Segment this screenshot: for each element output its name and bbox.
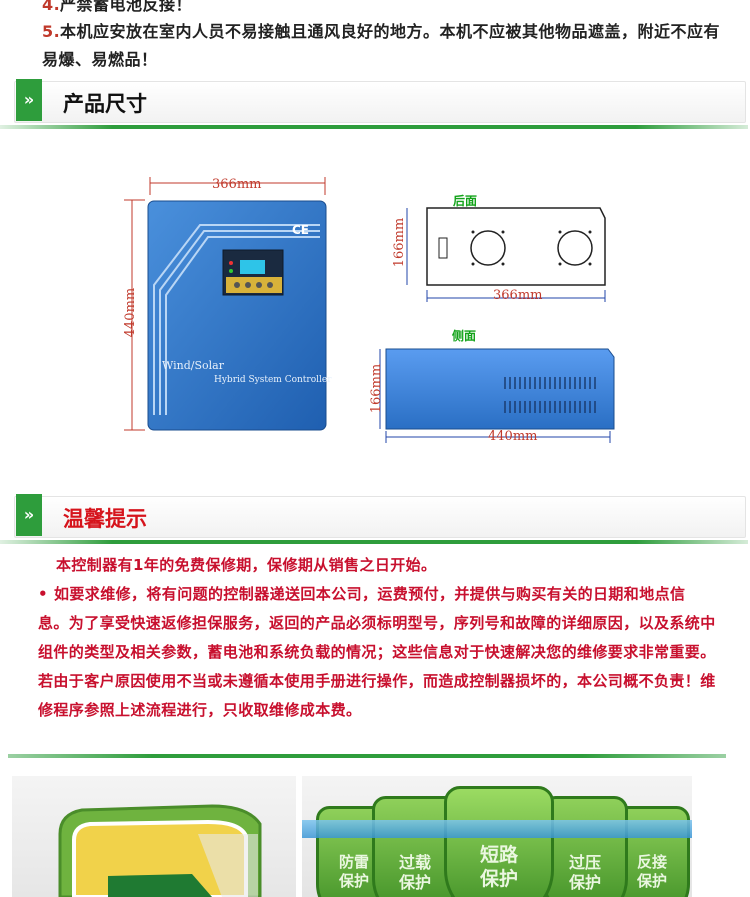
- side-view-diagram: 侧面 166mm 440mm: [369, 325, 620, 445]
- blue-ribbon: [302, 820, 692, 838]
- warranty-paragraph: •如要求维修，将有问题的控制器递送回本公司，运费预付，并提供与购买有关的日期和地…: [38, 580, 716, 725]
- note-number: 4.: [42, 0, 61, 14]
- note-text: 本机应安放在室内人员不易接触且通风良好的地方。本机不应被其他物品遮盖，附近不应有…: [42, 22, 721, 69]
- shield-line1: 反接: [636, 853, 667, 871]
- note-number: 5.: [42, 22, 61, 41]
- section-title: 产品尺寸: [63, 92, 147, 116]
- shield-line2: 保护: [568, 873, 601, 892]
- bullet: •: [38, 585, 48, 603]
- side-view-height: 166mm: [369, 363, 385, 414]
- product-label-line2: Hybrid System Controller: [214, 375, 332, 385]
- shield-overload: 过载 保护: [372, 796, 458, 897]
- shield-short-circuit: 短路 保护: [444, 786, 554, 897]
- section-header-product-size: » 产品尺寸: [0, 79, 748, 129]
- shield-line1: 防雷: [338, 853, 369, 871]
- back-view-height: 166mm: [392, 217, 408, 268]
- note-4: 4.严禁蓄电池反接！: [42, 0, 192, 19]
- note-5: 5.本机应安放在室内人员不易接触且通风良好的地方。本机不应被其他物品遮盖，附近不…: [42, 18, 722, 74]
- product-label-line1: Wind/Solar: [162, 359, 224, 372]
- header-bar: [14, 81, 746, 123]
- dimension-height: 440mm: [123, 287, 139, 338]
- section-divider: [0, 540, 748, 544]
- warranty-body: 如要求维修，将有问题的控制器递送回本公司，运费预付，并提供与购买有关的日期和地点…: [38, 585, 716, 719]
- header-bar: [14, 496, 746, 538]
- note-text: 严禁蓄电池反接！: [60, 0, 193, 14]
- shield-line1: 短路: [479, 844, 518, 866]
- back-view-width: 366mm: [493, 288, 543, 303]
- shield-line1: 过压: [568, 853, 601, 872]
- warranty-line: 本控制器有1年的免费保修期，保修期从销售之日开始。: [56, 556, 437, 574]
- chevron-right-icon: »: [16, 79, 42, 121]
- section-header-tips: » 温馨提示: [0, 494, 748, 544]
- dimension-width: 366mm: [212, 177, 262, 192]
- shield-overvoltage: 过压 保护: [542, 796, 628, 897]
- shield-line2: 保护: [338, 872, 369, 890]
- section-divider: [0, 125, 748, 129]
- shield-line2: 保护: [479, 868, 518, 890]
- feature-logo-panel: [12, 776, 296, 897]
- chevron-right-icon: »: [16, 494, 42, 536]
- side-view-width: 440mm: [488, 429, 538, 444]
- back-view-diagram: 后面 166mm 366mm: [385, 190, 615, 305]
- bottom-divider: [8, 754, 726, 758]
- shield-line2: 保护: [636, 872, 667, 890]
- shield-line2: 保护: [398, 873, 431, 892]
- product-front-diagram: 366mm 440mm CE Wind/Solar Hybrid System …: [120, 175, 335, 435]
- ce-mark: CE: [292, 223, 310, 237]
- section-title: 温馨提示: [63, 507, 147, 531]
- protection-shields-panel: 防雷 保护 过载 保护 短路 保护 过压 保护 反接 保护: [302, 776, 692, 897]
- back-view-label: 后面: [453, 194, 478, 208]
- shield-line1: 过载: [398, 853, 431, 872]
- side-view-label: 侧面: [452, 329, 477, 343]
